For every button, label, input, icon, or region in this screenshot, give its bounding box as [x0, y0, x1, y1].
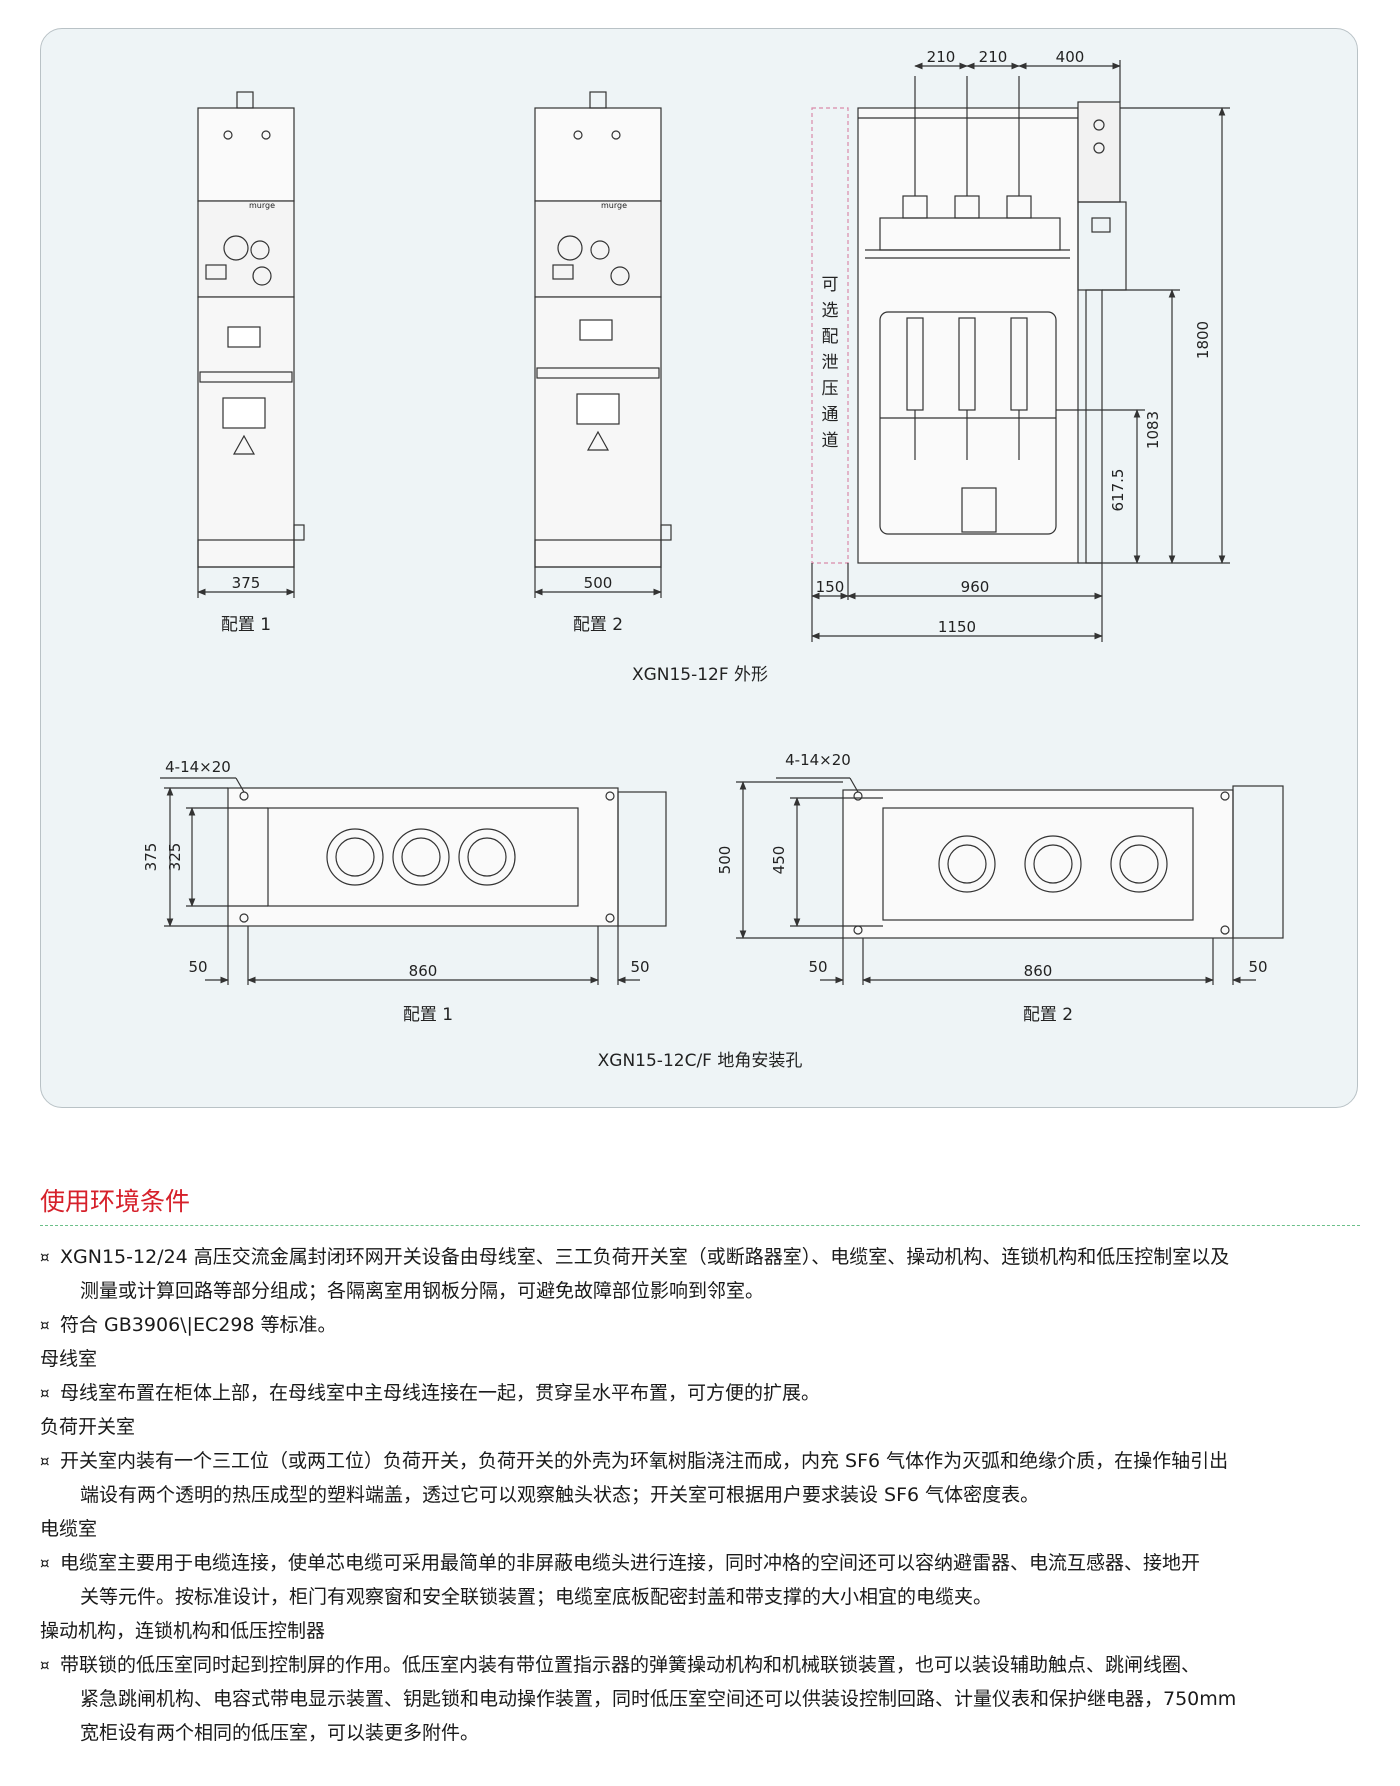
svg-text:泄: 泄 — [822, 353, 839, 373]
plan2-inner-depth: 450 — [770, 846, 788, 875]
paragraph-line: 母线室布置在柜体上部，在母线室中主母线连接在一起，贯穿呈水平布置，可方便的扩展。 — [60, 1382, 821, 1404]
paragraph-line: 开关室内装有一个三工位（或两工位）负荷开关，负荷开关的外壳为环氧树脂浇注而成，内… — [60, 1450, 1229, 1472]
svg-text:压: 压 — [822, 379, 839, 399]
plan2-hole-label: 4-14×20 — [785, 751, 851, 769]
plan1-caption: 配置 1 — [403, 1005, 453, 1025]
side-bottom-960: 960 — [961, 578, 990, 596]
plan1-right: 50 — [630, 958, 649, 976]
plan1-outer-depth: 375 — [142, 843, 160, 872]
plan-view-config-2 — [736, 777, 1284, 985]
paragraph-load-switch-room: ¤ 开关室内装有一个三工位（或两工位）负荷开关，负荷开关的外壳为环氧树脂浇注而成… — [40, 1444, 1370, 1512]
bullet-symbol: ¤ — [40, 1316, 50, 1334]
outline-title: XGN15-12F 外形 — [632, 665, 768, 685]
paragraph-operating-mechanism: ¤ 带联锁的低压室同时起到控制屏的作用。低压室内装有带位置指示器的弹簧操动机构和… — [40, 1648, 1370, 1750]
plan1-inner-depth: 325 — [166, 843, 184, 872]
heading-operating-mechanism: 操动机构，连锁机构和低压控制器 — [40, 1620, 326, 1642]
front1-caption: 配置 1 — [221, 615, 271, 635]
side-top-dim-2: 210 — [979, 48, 1008, 66]
bullet-symbol: ¤ — [40, 1384, 50, 1402]
plan2-right: 50 — [1248, 958, 1267, 976]
technical-drawings: 375 配置 1 500 配置 2 — [142, 48, 1284, 1071]
section-title: 使用环境条件 — [40, 1187, 191, 1216]
plan-view-config-1 — [160, 777, 667, 985]
plan2-span: 860 — [1024, 962, 1053, 980]
plan1-span: 860 — [409, 962, 438, 980]
svg-text:道: 道 — [822, 431, 839, 451]
bullet-symbol: ¤ — [40, 1452, 50, 1470]
paragraph-composition: ¤ XGN15-12/24 高压交流金属封闭环网开关设备由母线室、三工负荷开关室… — [40, 1240, 1370, 1308]
side-top-dim-3: 400 — [1056, 48, 1085, 66]
heading-cable-room: 电缆室 — [40, 1518, 98, 1540]
side-top-dim-1: 210 — [927, 48, 956, 66]
busbar-bushings — [902, 76, 1032, 219]
relief-channel-label: 可 选 配 泄 压 通 道 — [822, 275, 839, 451]
paragraph-line: XGN15-12/24 高压交流金属封闭环网开关设备由母线室、三工负荷开关室（或… — [60, 1246, 1230, 1268]
side-bottom-1150: 1150 — [938, 618, 976, 636]
plan2-outer-depth: 500 — [716, 846, 734, 875]
paragraph-line: 关等元件。按标准设计，柜门有观察窗和安全联锁装置；电缆室底板配密封盖和带支撑的大… — [80, 1586, 993, 1608]
section-divider — [40, 1225, 1360, 1226]
front2-width-label: 500 — [584, 574, 613, 592]
heading-busbar-room: 母线室 — [40, 1348, 98, 1370]
paragraph-line: 符合 GB3906\|EC298 等标准。 — [60, 1314, 337, 1336]
side-height-617: 617.5 — [1109, 469, 1127, 512]
plan2-caption: 配置 2 — [1023, 1005, 1073, 1025]
front-view-config-2 — [534, 91, 672, 598]
bullet-symbol: ¤ — [40, 1248, 50, 1266]
side-height-total: 1800 — [1194, 321, 1212, 359]
side-height-1083: 1083 — [1144, 411, 1162, 449]
paragraph-line: 电缆室主要用于电缆连接，使单芯电缆可采用最简单的非屏蔽电缆头进行连接，同时冲格的… — [60, 1552, 1201, 1574]
front2-caption: 配置 2 — [573, 615, 623, 635]
plan1-hole-label: 4-14×20 — [165, 758, 231, 776]
bullet-symbol: ¤ — [40, 1656, 50, 1674]
svg-text:通: 通 — [822, 405, 839, 425]
plan-title: XGN15-12C/F 地角安装孔 — [598, 1051, 803, 1071]
paragraph-line: 带联锁的低压室同时起到控制屏的作用。低压室内装有带位置指示器的弹簧操动机构和机械… — [60, 1654, 1201, 1676]
front1-width-label: 375 — [232, 574, 261, 592]
paragraph-line: 测量或计算回路等部分组成；各隔离室用钢板分隔，可避免故障部位影响到邻室。 — [80, 1280, 765, 1302]
svg-text:选: 选 — [822, 301, 839, 321]
side-bottom-150: 150 — [816, 578, 845, 596]
paragraph-cable-room: ¤ 电缆室主要用于电缆连接，使单芯电缆可采用最简单的非屏蔽电缆头进行连接，同时冲… — [40, 1546, 1370, 1614]
front-view-config-1 — [197, 91, 305, 598]
side-view — [811, 60, 1230, 642]
brand-label-front1: murge — [249, 201, 275, 210]
plan2-left: 50 — [808, 958, 827, 976]
cable-terminals — [906, 317, 1028, 460]
paragraph-line: 紧急跳闸机构、电容式带电显示装置、钥匙锁和电动操作装置，同时低压室空间还可以供装… — [80, 1688, 1237, 1710]
paragraph-busbar-room: ¤ 母线室布置在柜体上部，在母线室中主母线连接在一起，贯穿呈水平布置，可方便的扩… — [40, 1376, 1370, 1410]
brand-label-front2: murge — [601, 201, 627, 210]
svg-text:可: 可 — [822, 275, 839, 295]
svg-text:配: 配 — [822, 327, 839, 347]
heading-load-switch-room: 负荷开关室 — [40, 1416, 136, 1438]
section-body: ¤ XGN15-12/24 高压交流金属封闭环网开关设备由母线室、三工负荷开关室… — [40, 1240, 1370, 1750]
paragraph-line: 宽柜设有两个相同的低压室，可以装更多附件。 — [80, 1722, 480, 1744]
plan1-left: 50 — [188, 958, 207, 976]
paragraph-line: 端设有两个透明的热压成型的塑料端盖，透过它可以观察触头状态；开关室可根据用户要求… — [80, 1484, 1040, 1506]
bullet-symbol: ¤ — [40, 1554, 50, 1572]
paragraph-standards: ¤ 符合 GB3906\|EC298 等标准。 — [40, 1308, 1370, 1342]
